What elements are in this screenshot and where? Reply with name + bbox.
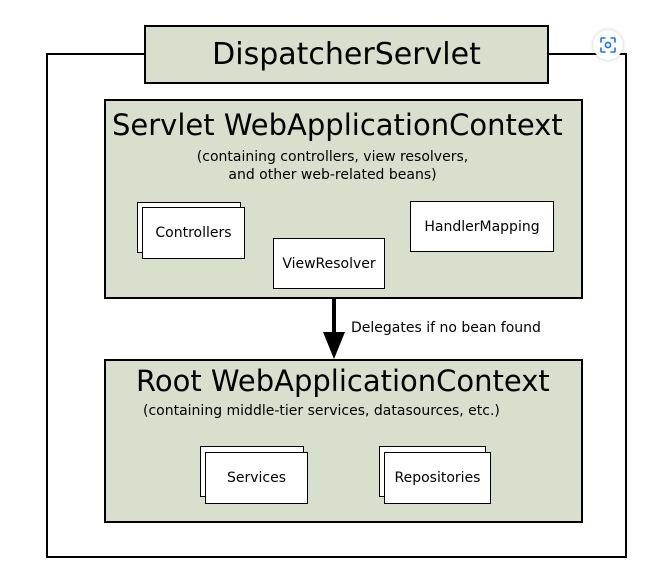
delegation-arrow-head — [323, 332, 345, 359]
servlet-context-subtitle-line1: (containing controllers, view resolvers, — [196, 149, 469, 165]
root-context-subtitle: (containing middle-tier services, dataso… — [143, 403, 500, 419]
servlet-context-subtitle-line2: and other web-related beans) — [228, 167, 437, 183]
dispatcher-servlet-box: DispatcherServlet — [144, 25, 549, 84]
handler-mapping-label: HandlerMapping — [424, 218, 540, 235]
delegation-arrow — [323, 298, 345, 359]
services-label: Services — [226, 470, 287, 486]
controllers-bean: Controllers — [142, 207, 245, 259]
screenshot-search-icon — [600, 37, 616, 53]
repositories-bean: Repositories — [384, 452, 491, 504]
controllers-label: Controllers — [155, 225, 232, 241]
servlet-context-title: Servlet WebApplicationContext — [112, 108, 563, 142]
screenshot-search-button[interactable] — [593, 30, 623, 60]
root-context-title: Root WebApplicationContext — [136, 364, 550, 398]
delegation-label: Delegates if no bean found — [351, 320, 541, 336]
view-resolver-bean: ViewResolver — [273, 238, 385, 289]
services-bean: Services — [205, 452, 308, 504]
dispatcher-servlet-title: DispatcherServlet — [212, 37, 481, 72]
view-resolver-label: ViewResolver — [282, 255, 376, 272]
repositories-label: Repositories — [394, 470, 481, 486]
handler-mapping-bean: HandlerMapping — [410, 201, 554, 252]
root-web-application-context — [104, 359, 583, 523]
servlet-context-subtitle: (containing controllers, view resolvers,… — [150, 148, 515, 184]
